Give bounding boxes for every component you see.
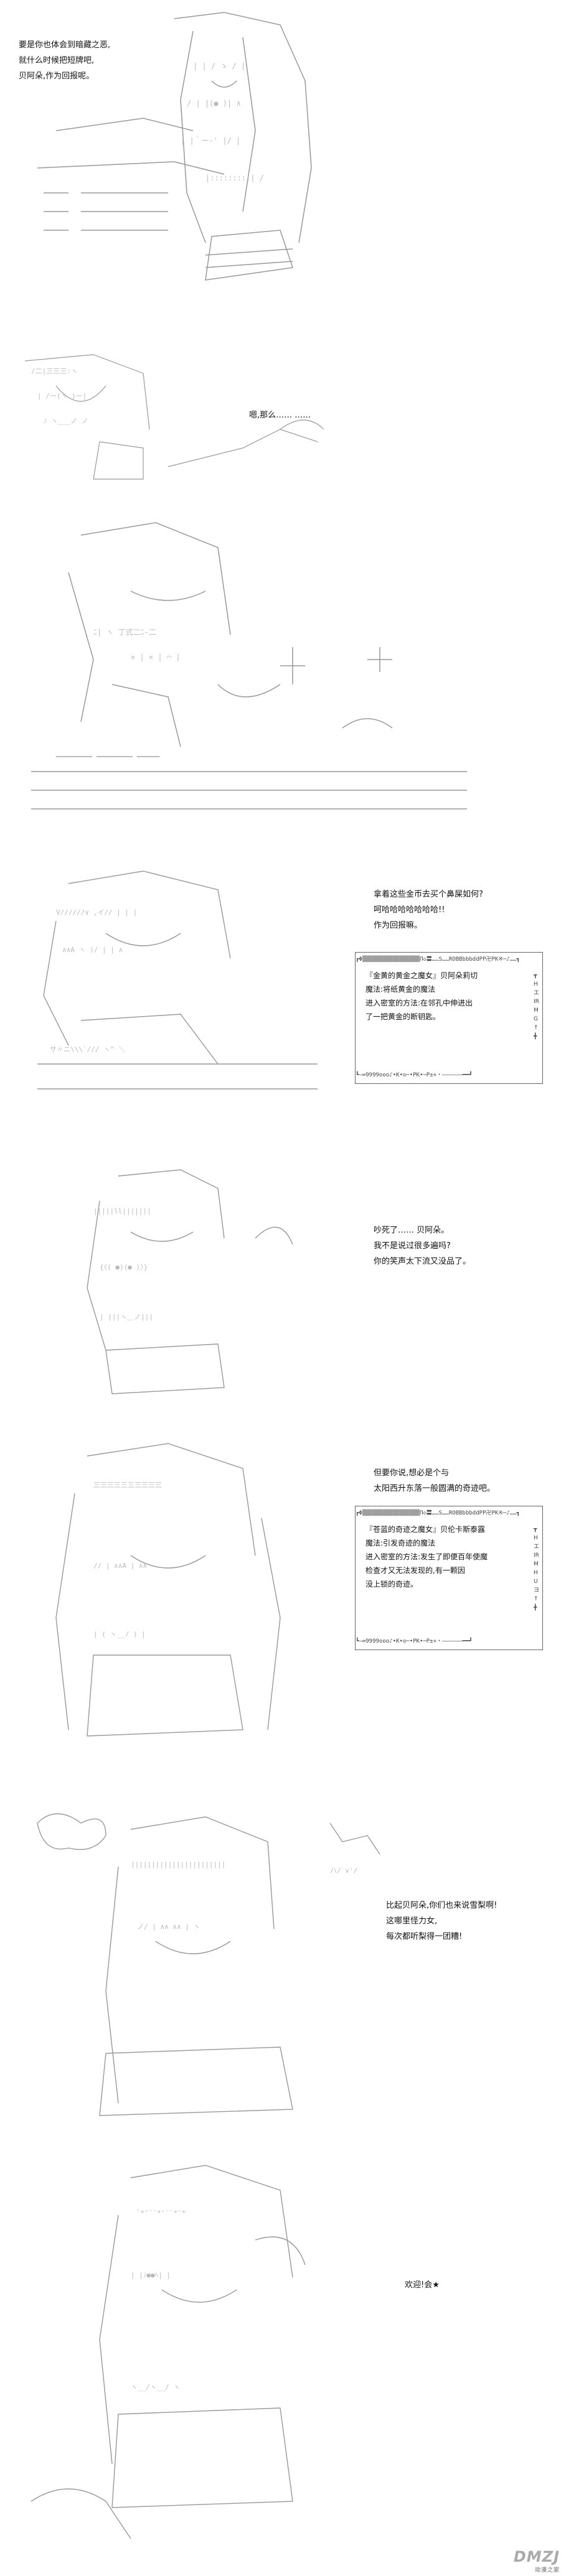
dialog-line: 吵死了…… 贝阿朵。	[374, 1226, 450, 1235]
card-method-line: 了一把黄金的断钥匙。	[366, 1012, 441, 1021]
card-magic: 魔法:将纸黄金的魔法	[366, 985, 436, 994]
svg-text:// | ∧∧A | ∧∧: // | ∧∧A | ∧∧	[93, 1562, 147, 1570]
dialog-line: 拿着这些金币去买个鼻屎如何?	[374, 890, 483, 899]
dialog-line: 但要你说,想必是个与	[374, 1468, 450, 1478]
ascii-art-figure: ﾞ*'¨`*'¨`*¨* | |ﾉ●●ﾍ| | ヽ__/ヽ__/ ヽ	[19, 2153, 330, 2564]
ascii-art-figure: /二|三三三:ヽ | /ー(ヽ )ー| ﾉ ヽ___ノ ノ	[19, 336, 330, 485]
svg-text:三三三三三三三三三三: 三三三三三三三三三三	[93, 1481, 162, 1489]
panel-7: ||||||||||||||||||||||| ノ/ | ∧∧ ∧∧ | ヽ ハ…	[0, 1804, 566, 2140]
svg-text:{〈( ●)(● )〉}: {〈( ●)(● )〉}	[100, 1263, 148, 1271]
dialog-line: 贝阿朵,作为回报呢。	[19, 72, 95, 81]
card-method-line: 检查才又无法发现的,有一颗因	[366, 1566, 465, 1575]
svg-text:∧∧A ヽ )/ | | ∧: ∧∧A ヽ )/ | | ∧	[62, 946, 123, 954]
dialog-box: 拿着这些金币去买个鼻屎如何? 呵哈哈哈哈哈哈哈!! 作为回报嘛。	[374, 887, 483, 933]
card-title: 『金黄的黄金之魔女』贝阿朵莉切	[366, 971, 478, 980]
panel-3: ﾆ| ヽ 丁式二ﾆ‐二 ✕ | ✕ | ⌒ | ━━━━━━━━ ━━━━━━━…	[0, 498, 566, 846]
svg-text:V//////∨ ,イ// | | |: V//////∨ ,イ// | | |	[56, 908, 137, 917]
dialog-line: 欢迎!会★	[405, 2280, 440, 2290]
dialog-line: 就什么时候把短牌吧,	[19, 56, 95, 65]
card-method-line: 进入密室的方法:发生了即便百年使魔	[366, 1552, 488, 1561]
dialog-box: 但要你说,想必是个与 太阳西升东落一般圆满的奇迹吧。	[374, 1465, 495, 1496]
svg-text:ハ/ ∨'/: ハ/ ∨'/	[330, 1867, 357, 1875]
svg-text:/ | |(● )| ∧: / | |(● )| ∧	[187, 99, 241, 108]
ascii-art-figure: ||||||||||||||||||||||| ノ/ | ∧∧ ∧∧ | ヽ ハ…	[19, 1804, 380, 2128]
character-card: ┏Φ▒▒▒▒▒▒▒▒▒▒▒▒▒▒▒▒▒Π◇〓……S……ROBBbbbddPP卍P…	[355, 952, 543, 1084]
panel-1: | | / ゝ / | / | |(● )| ∧ | |｀ー‐' |/ | |:…	[0, 0, 566, 336]
svg-text:| |｀ー‐' |/ |: | |｀ー‐' |/ |	[181, 135, 240, 145]
panel-8: ﾞ*'¨`*'¨`*¨* | |ﾉ●●ﾍ| | ヽ__/ヽ__/ ヽ 欢迎!会★…	[0, 2153, 566, 2576]
svg-text:| ( ヽ__/ ) |: | ( ヽ__/ ) |	[93, 1630, 146, 1638]
dialog-line: 太阳西升东落一般圆满的奇迹吧。	[374, 1484, 496, 1493]
dialog-box: 吵死了…… 贝阿朵。 我不是说过很多遍吗? 你的笑声太下流又没品了。	[374, 1223, 471, 1269]
svg-text:|||||ll|||||||: |||||ll|||||||	[93, 1207, 151, 1215]
site-watermark: DMZJ 动漫之家	[514, 2548, 560, 2574]
svg-text:ﾆ| ヽ 丁式二ﾆ‐二: ﾆ| ヽ 丁式二ﾆ‐二	[93, 628, 156, 637]
panel-2: /二|三三三:ヽ | /ー(ヽ )ー| ﾉ ヽ___ノ ノ 嗯,那么…… ……	[0, 336, 566, 492]
svg-text:/二|三三三:ヽ: /二|三三三:ヽ	[31, 367, 78, 375]
ascii-art-figure: 三三三三三三三三三三 // | ∧∧A | ∧∧ | ( ヽ__/ ) |	[19, 1431, 330, 1767]
svg-text:| /ー(ヽ )ー|: | /ー(ヽ )ー|	[37, 392, 87, 400]
watermark-sub: 动漫之家	[534, 2567, 560, 2574]
dialog-line: 作为回报嘛。	[374, 921, 423, 930]
dialog-line: 每次都听梨得一团糟!	[386, 1932, 463, 1941]
card-method-line: 没上锁的奇迹。	[366, 1580, 418, 1589]
dialog-line: 呵哈哈哈哈哈哈哈!!	[374, 905, 445, 915]
card-magic: 魔法:引发奇迹的魔法	[366, 1539, 436, 1547]
svg-text:━━━━━━━━ ━━━━━━━━ ━━━━━: ━━━━━━━━ ━━━━━━━━ ━━━━━	[55, 752, 160, 761]
dialog-box: 要是你也体会到暗藏之恶, 就什么时候把短牌吧, 贝阿朵,作为回报呢。	[19, 37, 110, 84]
watermark-brand: DMZJ	[513, 2548, 560, 2565]
svg-text:|||||||||||||||||||||||: |||||||||||||||||||||||	[131, 1860, 225, 1869]
svg-text:|:::::::::| /: |:::::::::| /	[205, 174, 264, 182]
card-side-edge: ┳HエIRMG↑╋	[534, 973, 540, 1040]
card-title: 『苍蓝的奇迹之魔女』贝伦卡斯泰露	[366, 1525, 486, 1534]
dialog-line: 要是你也体会到暗藏之恶,	[19, 40, 111, 50]
card-bottom-edge: ┗―∞9999ooo♪•K•◎─•PK•─P±+・――――――━━┛	[356, 1638, 473, 1645]
ascii-art-figure: V//////∨ ,イ// | | | ∧∧A ヽ )/ | | ∧ サ〃ニ\\…	[19, 859, 330, 1120]
svg-text:ﾉ ヽ___ノ ノ: ﾉ ヽ___ノ ノ	[44, 417, 88, 425]
svg-text:✕ | ✕ | ⌒ |: ✕ | ✕ | ⌒ |	[131, 653, 180, 661]
card-top-edge: ┏Φ▒▒▒▒▒▒▒▒▒▒▒▒▒▒▒▒▒Π◇〓……S……ROBBbbbddPP卍P…	[356, 956, 520, 963]
card-top-edge: ┏Φ▒▒▒▒▒▒▒▒▒▒▒▒▒▒▒▒▒Π◇〓……S……ROBBbbbddPP卍P…	[356, 1510, 520, 1516]
ascii-art-figure: |||||ll||||||| {〈( ●)(● )〉} | |||ヽ＿ノ|||	[19, 1164, 330, 1412]
dialog-line: 这哪里怪力女,	[386, 1916, 438, 1926]
dialog-box: 欢迎!会★	[405, 2277, 440, 2293]
svg-text:ﾞ*'¨`*'¨`*¨*: ﾞ*'¨`*'¨`*¨*	[137, 2209, 186, 2217]
character-card: ┏Φ▒▒▒▒▒▒▒▒▒▒▒▒▒▒▒▒▒Π◇〓……S……ROBBbbbddPP卍P…	[355, 1506, 543, 1650]
panel-4: V//////∨ ,イ// | | | ∧∧A ヽ )/ | | ∧ サ〃ニ\\…	[0, 859, 566, 1145]
dialog-line: 比起贝阿朵,你们也来说雪梨啊!	[386, 1901, 498, 1910]
panel-6: 三三三三三三三三三三 // | ∧∧A | ∧∧ | ( ヽ__/ ) | 但要…	[0, 1431, 566, 1780]
dialog-line: 我不是说过很多遍吗?	[374, 1241, 451, 1251]
ascii-art-figure: | | / ゝ / | / | |(● )| ∧ | |｀ー‐' |/ | |:…	[19, 6, 330, 330]
card-bottom-edge: ┗―∞9999ooo♪•K•◎─•PK•─P±+・――――――━━┛	[356, 1072, 473, 1078]
dialog-side: 嗯,那么…… ……	[249, 411, 311, 420]
svg-text:サ〃ニ\\\`/// ヽ^ ＼: サ〃ニ\\\`/// ヽ^ ＼	[50, 1045, 125, 1053]
svg-text:ノ/ | ∧∧ ∧∧ | ヽ: ノ/ | ∧∧ ∧∧ | ヽ	[137, 1923, 200, 1931]
card-side-edge: ┳HエIRMHUヨ↑╋	[534, 1526, 540, 1611]
card-method-line: 进入密室的方法:在邻孔中伸进出	[366, 999, 473, 1007]
svg-text:| |ﾉ●●ﾍ| |: | |ﾉ●●ﾍ| |	[131, 2271, 171, 2279]
svg-text:| |||ヽ＿ノ|||: | |||ヽ＿ノ|||	[100, 1313, 153, 1321]
ascii-art-figure: ﾆ| ヽ 丁式二ﾆ‐二 ✕ | ✕ | ⌒ | ━━━━━━━━ ━━━━━━━…	[19, 498, 467, 834]
dialog-box: 比起贝阿朵,你们也来说雪梨啊! 这哪里怪力女, 每次都听梨得一团糟!	[386, 1898, 497, 1944]
svg-text:| | / ゝ / |: | | / ゝ / |	[193, 62, 245, 70]
panel-5: |||||ll||||||| {〈( ●)(● )〉} | |||ヽ＿ノ||| …	[0, 1164, 566, 1425]
svg-text:ヽ__/ヽ__/ ヽ: ヽ__/ヽ__/ ヽ	[131, 2383, 180, 2391]
dialog-line: 你的笑声太下流又没品了。	[374, 1257, 471, 1266]
